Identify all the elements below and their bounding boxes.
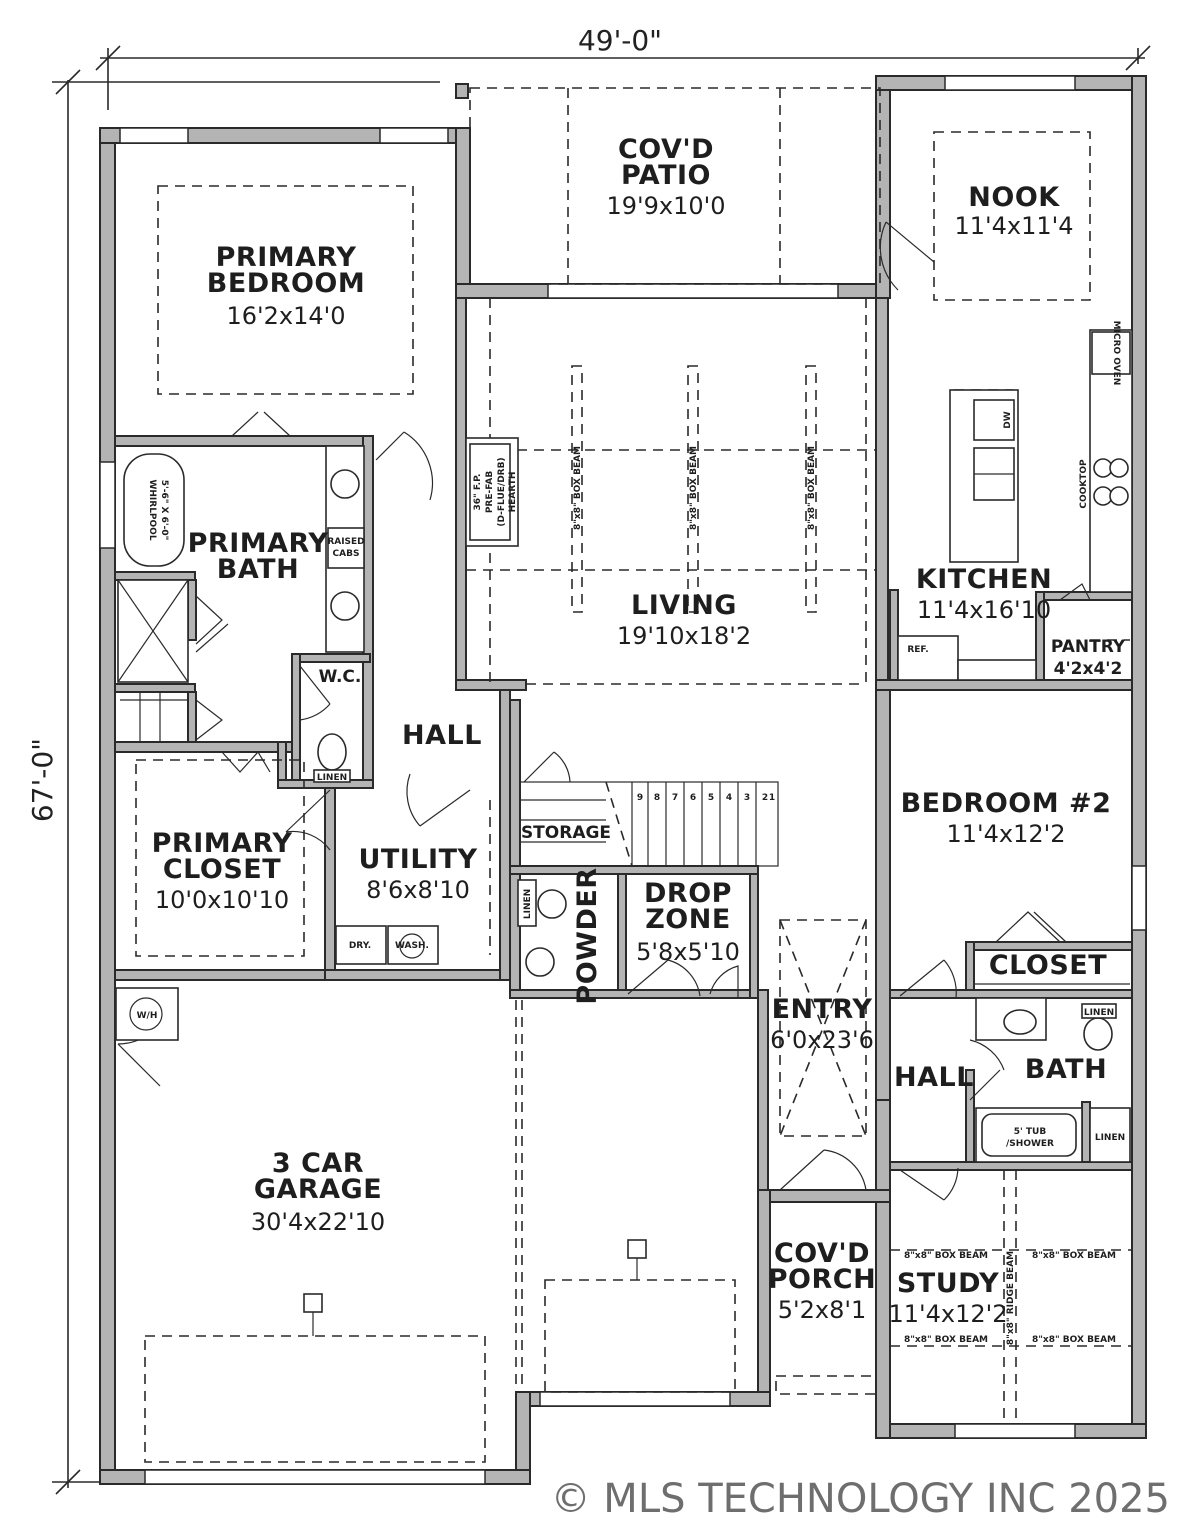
pantry-size: 4'2x4'2 (1054, 659, 1123, 679)
stair-numbers: 9 8 7 6 5 4 3 2 1 (637, 793, 775, 803)
tub-shower-label: /SHOWER (1006, 1139, 1054, 1149)
dryer-label: DRY. (349, 941, 371, 951)
dishwasher-label: DW (1003, 411, 1013, 428)
wc-name: W.C. (319, 667, 362, 687)
entry-size: 6'0x23'6 (770, 1026, 874, 1054)
box-beam-label: 8"x8" BOX BEAM (1032, 1335, 1116, 1345)
raised-cabs-label: RAISED (327, 537, 364, 547)
fireplace-label: PRE-FAB (485, 471, 495, 513)
drop-zone-name: DROP (644, 878, 732, 909)
whirlpool-label: WHIRLPOOL (147, 479, 157, 540)
door-swings (117, 221, 1091, 1201)
hall-name: HALL (402, 720, 482, 751)
patio-size: 19'9x10'0 (606, 192, 725, 220)
stair-number: 8 (654, 793, 660, 803)
garage-size: 30'4x22'10 (251, 1208, 385, 1236)
stairs (519, 781, 779, 867)
box-beam-label: 8"x8" BOX BEAM (807, 446, 817, 530)
box-beam-label: 8"x8" BOX BEAM (1032, 1251, 1116, 1261)
patio-name: PATIO (621, 160, 711, 191)
bedroom2-name: BEDROOM #2 (901, 788, 1112, 819)
primary-bedroom-size: 16'2x14'0 (226, 302, 345, 330)
wc-linen-label: LINEN (317, 773, 347, 783)
primary-closet-name: PRIMARY (152, 828, 293, 859)
nook-name: NOOK (968, 182, 1060, 213)
powder-name: POWDER (572, 867, 603, 1004)
tub-shower-label: 5' TUB (1014, 1127, 1047, 1137)
box-beam-label: 8"x8" BOX BEAM (904, 1251, 988, 1261)
cooktop-label: COOKTOP (1079, 459, 1089, 509)
box-beam-label: 8"x8" BOX BEAM (573, 446, 583, 530)
ridge-beam-label: 8"x8" RIDGE BEAM (1006, 1251, 1016, 1345)
garage-name: 3 CAR (272, 1148, 364, 1179)
nook-size: 11'4x11'4 (954, 212, 1073, 240)
bath-linen-label: LINEN (1084, 1008, 1114, 1018)
drop-zone-size: 5'8x5'10 (636, 938, 740, 966)
whirlpool-label: 5'-6" X 6'-0" (159, 480, 169, 541)
porch-name: PORCH (768, 1264, 876, 1295)
stair-number: 7 (672, 793, 678, 803)
fireplace-label: (D-FLUE/DRB) (497, 457, 507, 526)
side-hall-name: HALL (894, 1062, 974, 1093)
stair-number: 1 (769, 793, 775, 803)
dimension-lines (52, 45, 1151, 1495)
fixtures (115, 329, 1133, 1336)
watermark: © MLS TECHNOLOGY INC 2025 (551, 1476, 1170, 1522)
drop-zone-name: ZONE (645, 904, 731, 935)
width-dimension: 49'-0" (578, 24, 662, 57)
box-beam-label: 8"x8" BOX BEAM (689, 446, 699, 530)
hearth-label: HEARTH (508, 472, 518, 513)
micro-oven-label: MICRO OVEN (1111, 321, 1121, 386)
stair-number: 2 (762, 793, 768, 803)
study-name: STUDY (897, 1268, 999, 1299)
porch-size: 5'2x8'1 (778, 1296, 866, 1324)
stair-number: 3 (744, 793, 750, 803)
fireplace-label: 36" F.P. (473, 474, 483, 511)
garage-name: GARAGE (254, 1174, 382, 1205)
closet-name: CLOSET (989, 950, 1107, 981)
powder-linen-label: LINEN (523, 889, 533, 919)
dashed-outlines (135, 87, 1132, 1463)
primary-bath-name: PRIMARY (188, 528, 329, 559)
box-beam-label: 8"x8" BOX BEAM (904, 1335, 988, 1345)
stair-number: 4 (726, 793, 732, 803)
porch-name: COV'D (774, 1238, 870, 1269)
water-heater-label: W/H (137, 1011, 158, 1021)
windows (99, 75, 1147, 1485)
living-size: 19'10x18'2 (617, 622, 751, 650)
living-name: LIVING (631, 590, 737, 621)
ref-label: REF. (907, 645, 928, 655)
primary-bath-name: BATH (217, 554, 299, 585)
bedroom2-size: 11'4x12'2 (946, 820, 1065, 848)
utility-name: UTILITY (358, 844, 477, 875)
primary-closet-size: 10'0x10'10 (155, 886, 289, 914)
pantry-name: PANTRY (1051, 637, 1126, 657)
kitchen-name: KITCHEN (916, 564, 1052, 595)
kitchen-size: 11'4x16'10 (917, 596, 1051, 624)
bath-linen-label: LINEN (1095, 1133, 1125, 1143)
patio-name: COV'D (618, 134, 714, 165)
stair-number: 9 (637, 793, 643, 803)
washer-label: WASH. (395, 941, 429, 951)
primary-bedroom-name: PRIMARY (216, 242, 357, 273)
bath-name: BATH (1025, 1054, 1107, 1085)
primary-closet-name: CLOSET (163, 854, 281, 885)
stair-number: 5 (708, 793, 714, 803)
storage-name: STORAGE (521, 823, 611, 843)
raised-cabs-label: CABS (333, 549, 360, 559)
depth-dimension: 67'-0" (26, 738, 59, 822)
primary-bedroom-name: BEDROOM (207, 268, 366, 299)
utility-size: 8'6x8'10 (366, 876, 470, 904)
stair-number: 6 (690, 793, 696, 803)
study-size: 11'4x12'2 (888, 1300, 1007, 1328)
entry-name: ENTRY (772, 994, 873, 1025)
